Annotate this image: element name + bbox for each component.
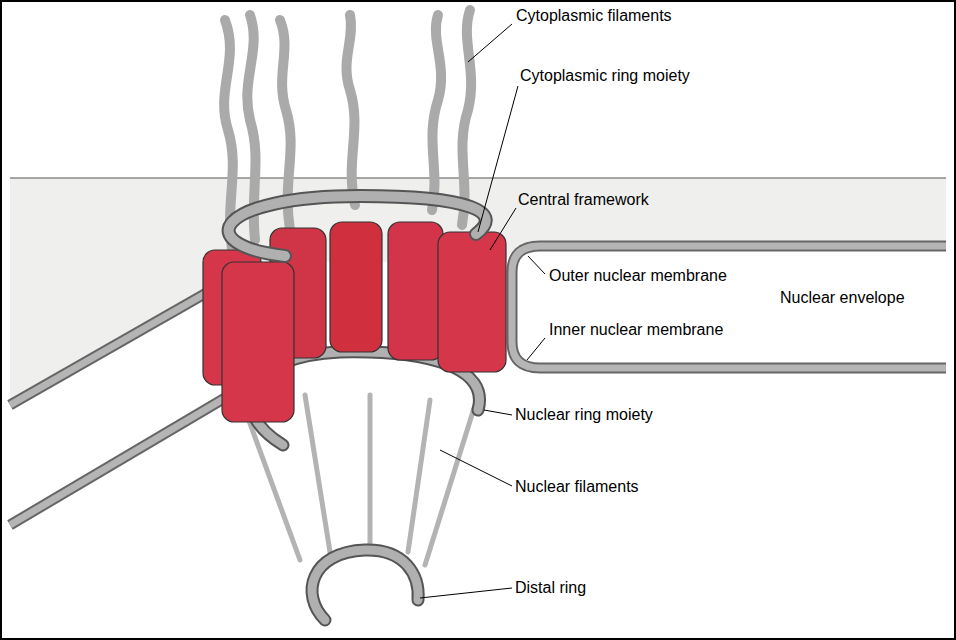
- part-label: Outer nuclear membrane: [549, 266, 727, 286]
- part-label: Cytoplasmic ring moiety: [520, 66, 690, 86]
- part-label: Cytoplasmic filaments: [516, 6, 672, 26]
- part-label: Inner nuclear membrane: [549, 320, 723, 340]
- cytoplasmic-ring: [229, 196, 486, 256]
- nuclear-envelope-membrane: [512, 246, 946, 368]
- left-membranes: [10, 288, 230, 525]
- part-label: Nuclear envelope: [780, 288, 905, 308]
- part-label: Nuclear ring moiety: [515, 405, 653, 425]
- part-label: Distal ring: [515, 578, 586, 598]
- leader-lines: [420, 24, 545, 598]
- part-label: Nuclear filaments: [515, 477, 639, 497]
- distal-ring: [312, 550, 418, 620]
- plane-edge: [10, 178, 946, 179]
- cytoplasm-plane: [10, 178, 946, 402]
- part-label: Central framework: [518, 190, 649, 210]
